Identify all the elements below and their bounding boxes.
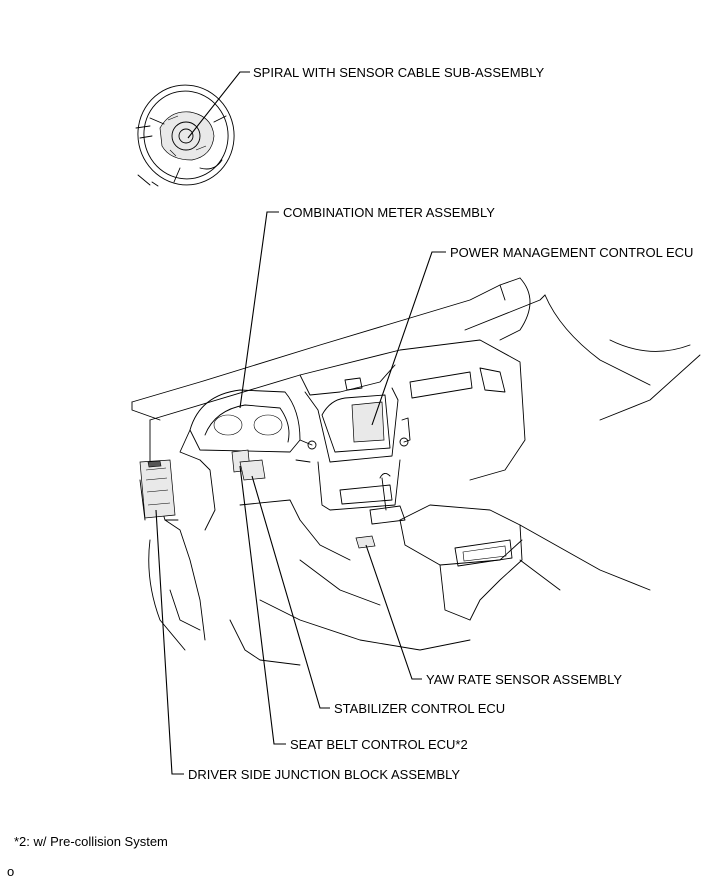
leader-lines xyxy=(155,71,446,775)
label-junction-block: DRIVER SIDE JUNCTION BLOCK ASSEMBLY xyxy=(188,767,461,782)
footnote: *2: w/ Pre-collision System xyxy=(14,834,168,849)
label-seat-belt-ecu: SEAT BELT CONTROL ECU*2 xyxy=(290,737,468,752)
label-combination-meter: COMBINATION METER ASSEMBLY xyxy=(283,205,495,220)
steering-wheel-icon xyxy=(135,84,235,187)
label-spiral-cable: SPIRAL WITH SENSOR CABLE SUB-ASSEMBLY xyxy=(253,65,545,80)
label-power-management-ecu: POWER MANAGEMENT CONTROL ECU xyxy=(450,245,694,260)
dashboard-icon xyxy=(131,277,701,666)
label-yaw-rate-sensor: YAW RATE SENSOR ASSEMBLY xyxy=(426,672,623,687)
label-stabilizer-ecu: STABILIZER CONTROL ECU xyxy=(334,701,506,716)
page-code: o xyxy=(7,864,15,879)
